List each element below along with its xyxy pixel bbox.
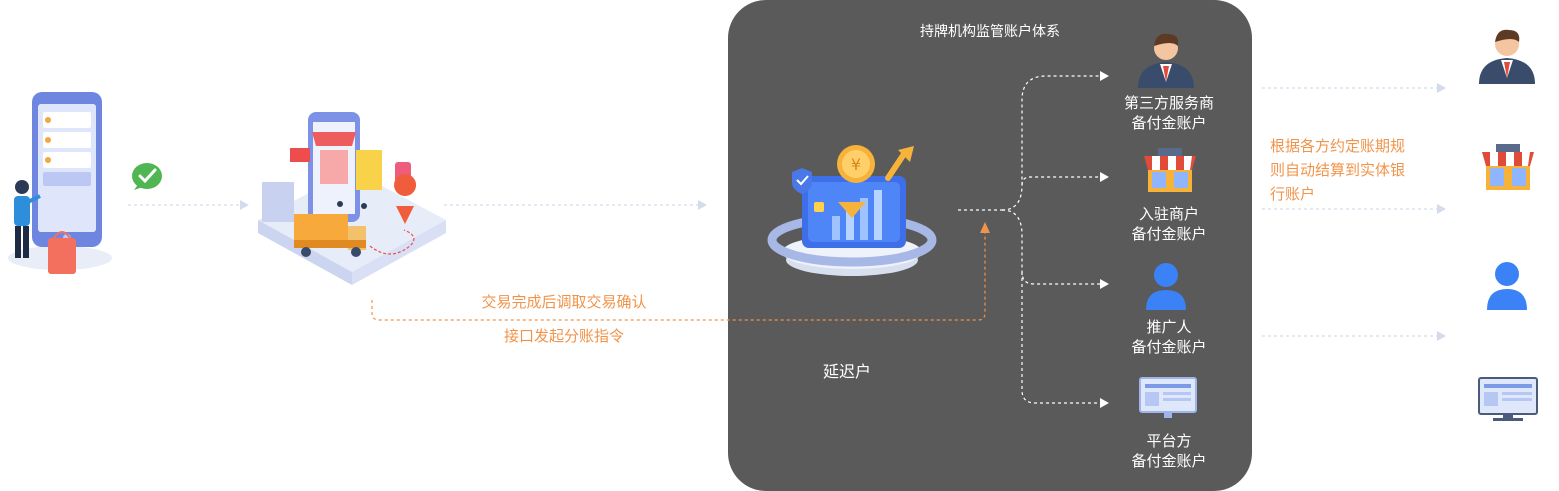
- settlement-line-1: 根据各方约定账期规: [1270, 137, 1406, 155]
- merchant-label: 入驻商户: [1138, 205, 1200, 223]
- settlement-line-2: 则自动结算到实体银: [1270, 161, 1406, 179]
- service-provider-label: 第三方服务商: [1123, 94, 1215, 112]
- promoter-account: 备付金账户: [1131, 338, 1207, 356]
- instruction-line-2: 接口发起分账指令: [503, 327, 625, 345]
- settlement-line-3: 行账户: [1270, 185, 1316, 203]
- service-provider-account: 备付金账户: [1131, 114, 1207, 132]
- instruction-line-1: 交易完成后调取交易确认: [481, 293, 647, 311]
- promoter-label: 推广人: [1146, 318, 1192, 336]
- platform-account: 备付金账户: [1131, 452, 1207, 470]
- branch-lines: [958, 75, 1100, 404]
- delay-account-label: 延迟户: [823, 362, 872, 381]
- platform-label: 平台方: [1146, 432, 1192, 450]
- panel-title: 持牌机构监管账户体系: [920, 24, 1060, 40]
- instruction-path: [371, 232, 986, 321]
- svg-text:¥: ¥: [851, 155, 861, 174]
- merchant-account: 备付金账户: [1131, 225, 1207, 243]
